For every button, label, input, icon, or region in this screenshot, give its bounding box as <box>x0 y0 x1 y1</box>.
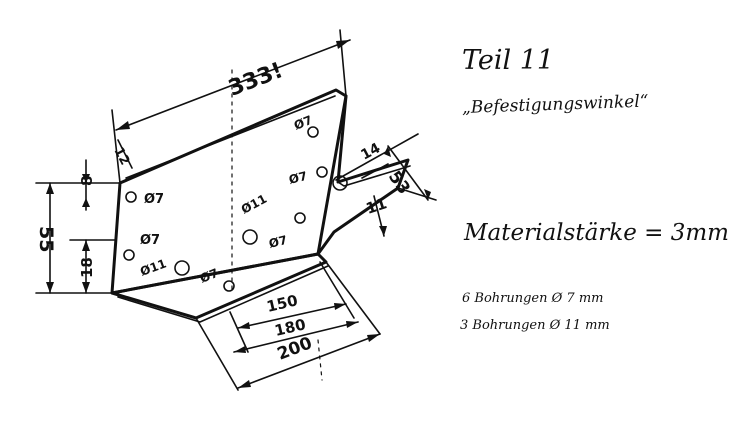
hole-7-label: Ø7 <box>144 192 164 207</box>
dim-line-150 <box>237 303 347 329</box>
arrowhead <box>82 198 90 207</box>
base-plate-edge <box>117 265 329 323</box>
arrowhead <box>346 321 358 328</box>
dim-11-label: 11 <box>364 194 389 218</box>
dim-line-180 <box>233 321 359 353</box>
dim-18-label: 18 <box>78 257 96 278</box>
hole-7-c <box>307 126 319 138</box>
arrowhead <box>367 334 380 342</box>
hole-7-e <box>294 212 306 224</box>
arrowhead <box>46 282 54 293</box>
dim-line-12 <box>117 139 133 169</box>
extension-lines-bottom <box>195 261 355 391</box>
hole-7-a <box>125 191 137 203</box>
dim-55-label: 55 <box>35 226 57 252</box>
right-flange-edge <box>337 165 411 187</box>
hole-11-label: Ø11 <box>138 256 168 278</box>
arrowhead <box>234 346 246 353</box>
bracket-sketch: 333! 12 8 55 18 14 53 11 150 180 200 Ø7 … <box>35 29 437 391</box>
part-title: Teil 11 <box>462 45 555 76</box>
hole-7-label: Ø7 <box>140 233 160 248</box>
hole-7-f <box>223 280 235 292</box>
hole-11-label: Ø11 <box>239 192 269 217</box>
arrowhead <box>334 303 346 310</box>
holes <box>123 126 348 292</box>
arrowhead <box>82 282 90 293</box>
dim-line-14 <box>361 163 389 179</box>
arrowhead <box>238 380 251 388</box>
material-thickness-note: Materialstärke = 3mm <box>464 220 729 246</box>
hole-7-d <box>316 166 328 178</box>
dimension-lines <box>46 39 431 389</box>
arrowhead <box>82 174 90 183</box>
dimension-labels: 333! 12 8 55 18 14 53 11 150 180 200 <box>35 58 414 364</box>
arrowhead <box>82 240 90 251</box>
extension-lines-right <box>325 133 437 335</box>
hole-7-label: Ø7 <box>292 113 314 133</box>
dim-12-label: 12 <box>110 145 132 168</box>
arrowhead <box>424 189 431 200</box>
dim-14-label: 14 <box>358 140 383 163</box>
hole-11-b <box>174 260 190 276</box>
hole-7-b <box>123 249 135 261</box>
hole-11-a <box>242 229 258 245</box>
hole-7-label: Ø7 <box>198 266 220 286</box>
back-plate-inner-edge <box>111 95 336 294</box>
dim-line-333 <box>115 39 351 131</box>
hole-7-label: Ø7 <box>287 169 308 187</box>
center-line-lower <box>317 339 323 381</box>
arrowhead <box>46 183 54 194</box>
dim-8-label: 8 <box>78 176 96 186</box>
dim-333-label: 333! <box>225 58 286 101</box>
hole-7-label: Ø7 <box>267 233 288 251</box>
arrowhead <box>336 40 350 49</box>
arrowhead <box>116 121 130 130</box>
arrowhead <box>384 146 391 157</box>
extension-lines-top <box>111 29 347 184</box>
dim-line-200 <box>237 333 381 389</box>
dim-line-53 <box>387 145 429 201</box>
right-flange <box>316 94 410 256</box>
dim-150-label: 150 <box>265 291 300 316</box>
arrowhead <box>238 322 250 329</box>
holes-11mm-note: 3 Bohrungen Ø 11 mm <box>460 318 610 333</box>
hole-11-c <box>332 175 348 191</box>
arrowhead <box>379 226 387 236</box>
holes-7mm-note: 6 Bohrungen Ø 7 mm <box>462 291 604 306</box>
drawing-sheet: 333! 12 8 55 18 14 53 11 150 180 200 Ø7 … <box>35 29 729 391</box>
